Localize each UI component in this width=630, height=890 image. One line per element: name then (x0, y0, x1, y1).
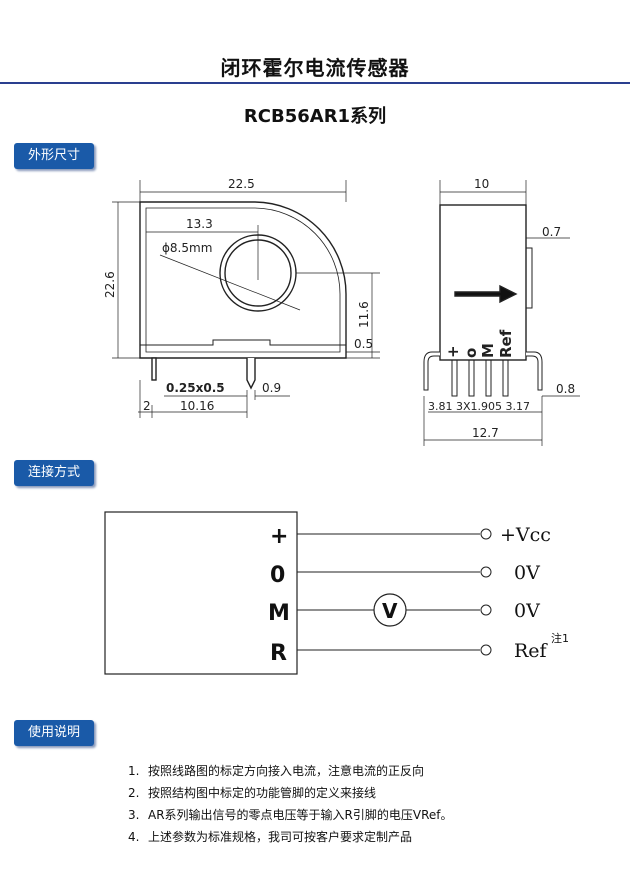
front-pin-center (246, 358, 256, 390)
terminal-vcc (480, 528, 492, 540)
front-height-label: 22.6 (103, 271, 117, 298)
terminals (480, 528, 492, 656)
wiring-lines (297, 533, 480, 651)
output-0v-2: 0V (514, 600, 540, 622)
list-item: 1.按照线路图的标定方向接入电流，注意电流的正反向 (128, 764, 425, 778)
side-thickness-label: 0.7 (542, 225, 561, 239)
page-subtitle: RCB56AR1系列 (243, 106, 387, 127)
side-pin-width-label: 0.8 (556, 382, 575, 396)
edge-label: 2 (143, 399, 151, 413)
hole-height-label: 11.6 (357, 301, 371, 328)
side-dimension-text: 10 0.7 + o M Ref 3.81 3X1.905 3.17 0.8 1… (428, 177, 575, 440)
side-width-label: 10 (474, 177, 489, 191)
title-divider (0, 82, 630, 84)
base-step (140, 339, 346, 346)
pin-width-label: 0.9 (262, 381, 281, 395)
pin-plus: + (270, 524, 288, 549)
instructions-list: 1.按照线路图的标定方向接入电流，注意电流的正反向 2.按照结构图中标定的功能管… (128, 760, 453, 848)
pin-zero: 0 (270, 563, 285, 588)
front-dimension-text: 22.5 22.6 13.3 ϕ8.5mm 11.6 0.5 0.25x0.5 … (103, 177, 373, 413)
output-ref-note: 注1 (551, 631, 569, 645)
side-arrow (454, 284, 518, 304)
wiring-diagram: + 0 M R V +Vcc 0V 0V Ref 注1 (104, 511, 569, 675)
section-tag-wiring: 连接方式 (14, 460, 95, 486)
pin-size-label: 0.25x0.5 (166, 381, 225, 395)
front-dimension-lines (112, 180, 380, 418)
section-tag-instructions: 使用说明 (14, 720, 95, 746)
sensor-box (104, 511, 298, 675)
output-vcc: +Vcc (500, 524, 551, 546)
step-label: 0.5 (354, 337, 373, 351)
side-plate (525, 247, 533, 309)
front-pin-left (151, 357, 157, 381)
side-pin-label-plus: + (444, 345, 462, 358)
output-ref: Ref (514, 640, 549, 662)
voltmeter (373, 593, 407, 627)
voltmeter-label: V (382, 599, 398, 623)
page-title: 闭环霍尔电流传感器 (220, 56, 410, 80)
side-total-label: 12.7 (472, 426, 499, 440)
pin-r: R (270, 641, 287, 666)
terminal-0v-2 (480, 604, 492, 616)
section-tag-dimensions: 外形尺寸 (14, 143, 95, 169)
list-item: 2.按照结构图中标定的功能管脚的定义来接线 (128, 786, 377, 800)
dimension-drawing: 22.5 22.6 13.3 ϕ8.5mm 11.6 0.5 0.25x0.5 … (103, 177, 580, 446)
wiring-text: + 0 M R V +Vcc 0V 0V Ref 注1 (268, 524, 569, 666)
side-dimension-lines (423, 180, 580, 446)
side-pin-label-o: o (462, 348, 480, 358)
list-item: 4.上述参数为标准规格，我司可按客户要求定制产品 (128, 830, 413, 844)
front-inner-outline (145, 207, 341, 353)
side-view (423, 204, 543, 397)
hole-diameter-label: ϕ8.5mm (162, 241, 212, 255)
hole-offset-label: 13.3 (186, 217, 213, 231)
pin-m: M (268, 601, 290, 626)
terminal-0v-1 (480, 566, 492, 578)
output-0v-1: 0V (514, 562, 540, 584)
side-pin-left (423, 351, 440, 391)
front-outline (139, 201, 347, 359)
side-pin-label-m: M (479, 343, 497, 358)
front-width-label: 22.5 (228, 177, 255, 191)
pin-offset-label: 10.16 (180, 399, 214, 413)
side-pin-label-ref: Ref (497, 329, 515, 358)
front-view (139, 201, 347, 390)
side-pin-spacing-label: 3.81 3X1.905 3.17 (428, 400, 530, 413)
list-item: 3.AR系列输出信号的零点电压等于输入R引脚的电压VRef。 (128, 808, 453, 822)
side-pin-right (526, 351, 543, 391)
terminal-ref (480, 644, 492, 656)
